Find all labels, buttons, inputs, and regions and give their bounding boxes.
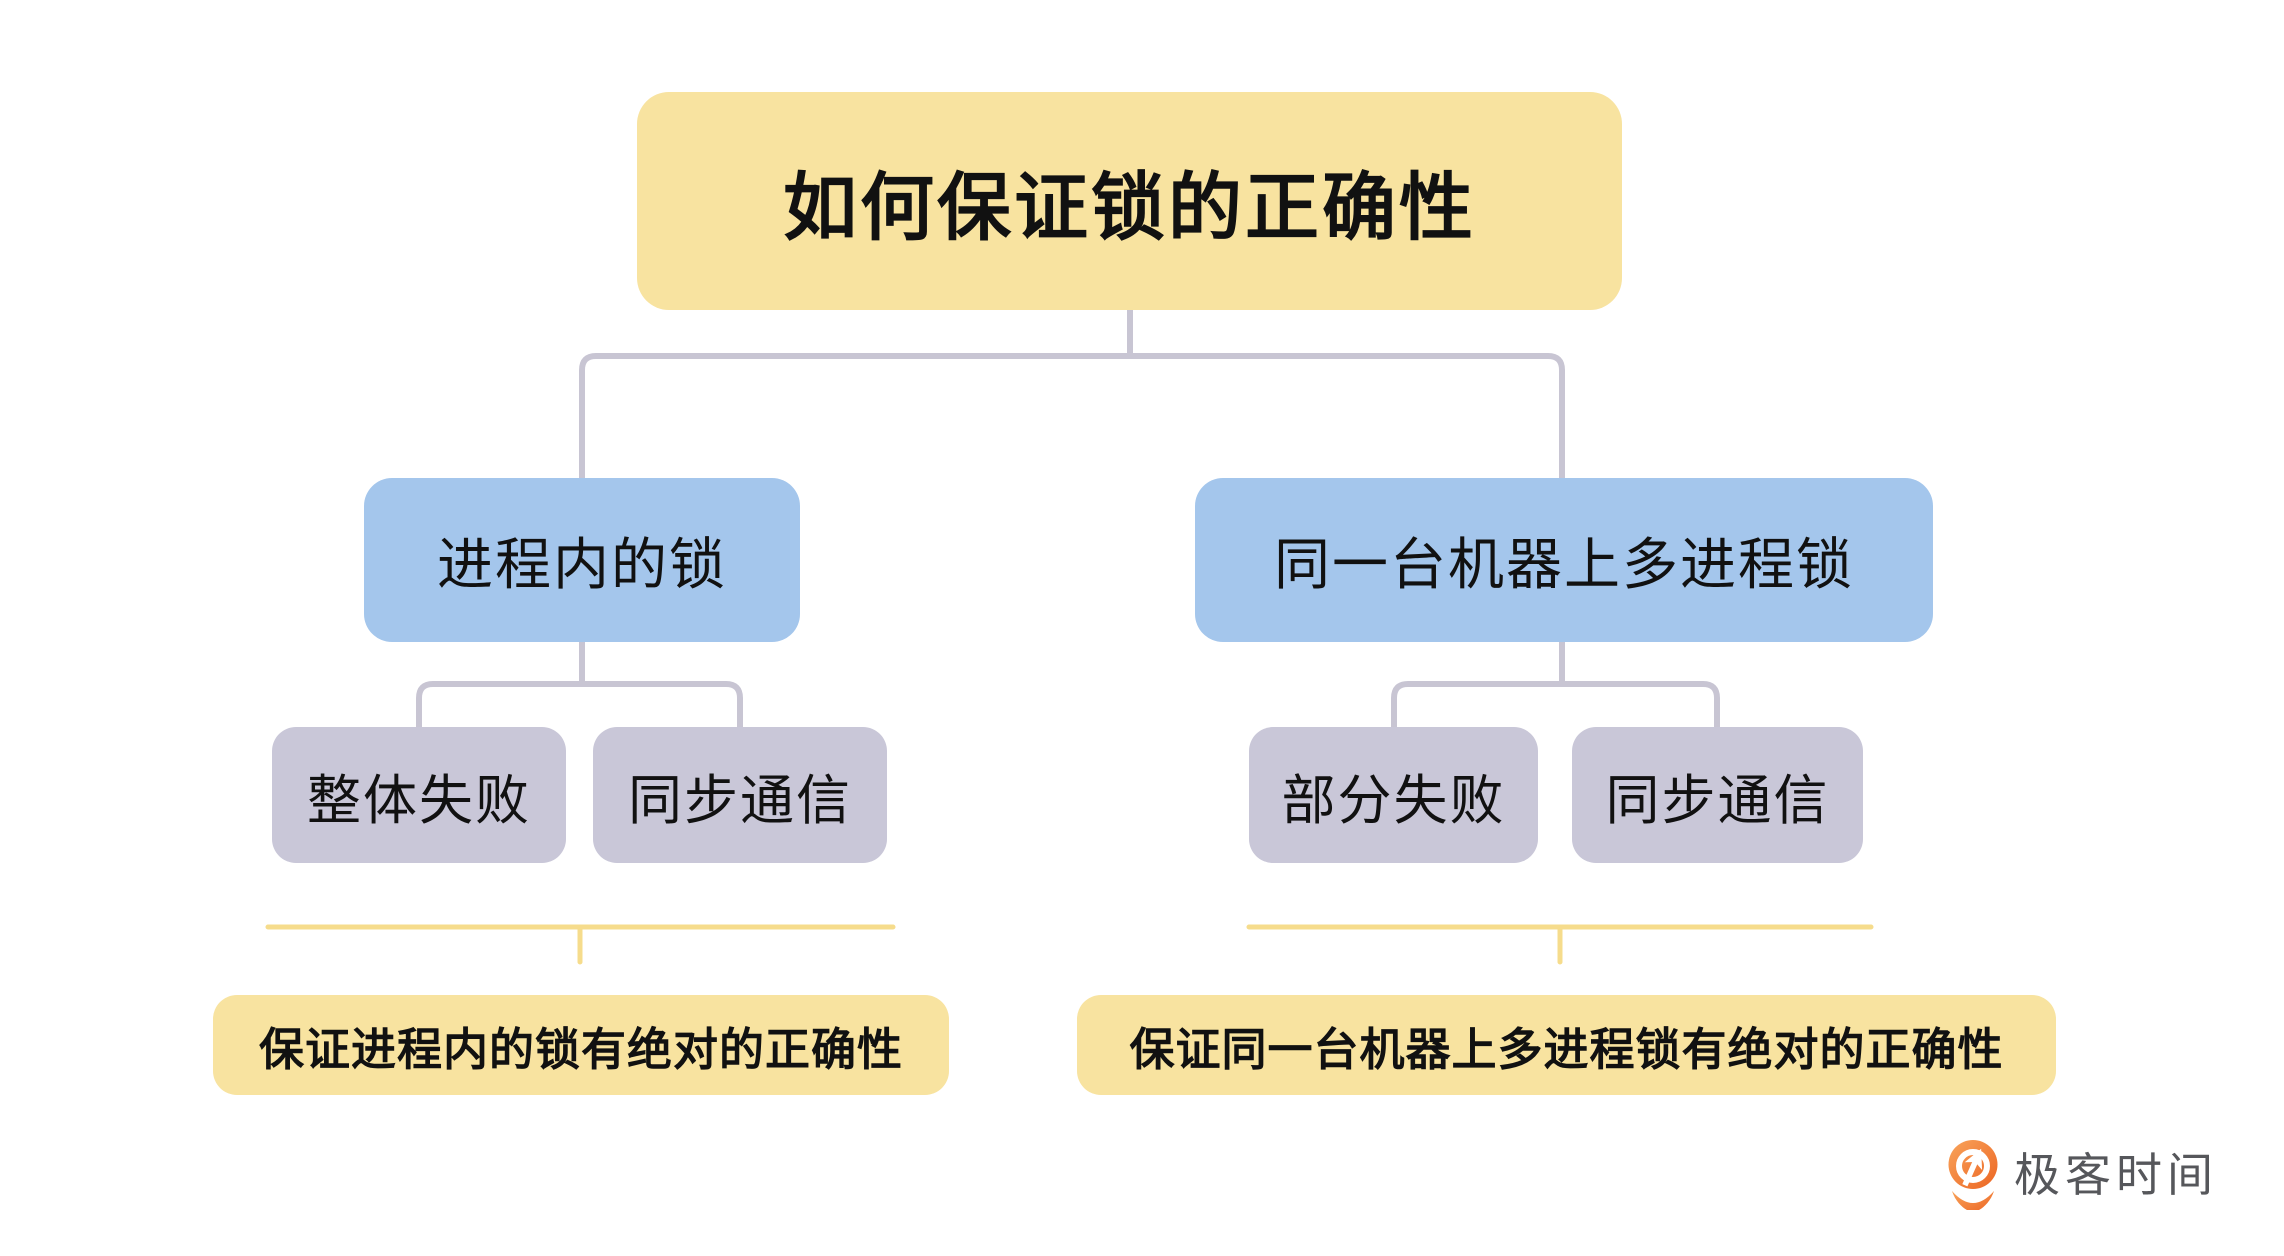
summary-bracket-right <box>1246 924 1874 965</box>
connector-root-split <box>579 353 1565 487</box>
connector-left-split <box>416 681 743 731</box>
branch-node-label: 进程内的锁 <box>437 532 727 596</box>
root-node: 如何保证锁的正确性 <box>637 92 1622 310</box>
leaf-node-sync-communication-left: 同步通信 <box>593 727 887 863</box>
leaf-node-partial-failure: 部分失败 <box>1249 727 1538 863</box>
leaf-node-label: 整体失败 <box>307 770 531 831</box>
leaf-node-label: 同步通信 <box>628 770 852 831</box>
connector-right-split <box>1391 681 1720 731</box>
brand-logo: 极客时间 <box>1948 1138 2218 1212</box>
summary-bracket-left <box>265 924 896 965</box>
geektime-logo-icon <box>1948 1140 1998 1210</box>
leaf-node-label: 部分失败 <box>1281 770 1506 831</box>
summary-note-label: 保证同一台机器上多进程锁有绝对的正确性 <box>1129 1023 2004 1075</box>
leaf-node-overall-failure: 整体失败 <box>272 727 566 863</box>
summary-note-label: 保证进程内的锁有绝对的正确性 <box>258 1023 903 1075</box>
leaf-node-sync-communication-right: 同步通信 <box>1572 727 1863 863</box>
branch-node-label: 同一台机器上多进程锁 <box>1274 532 1854 596</box>
summary-note-left: 保证进程内的锁有绝对的正确性 <box>213 995 949 1095</box>
root-node-label: 如何保证锁的正确性 <box>783 165 1476 249</box>
brand-logo-text: 极客时间 <box>2014 1149 2218 1201</box>
branch-node-in-process-lock: 进程内的锁 <box>364 478 800 642</box>
summary-note-right: 保证同一台机器上多进程锁有绝对的正确性 <box>1077 995 2056 1095</box>
leaf-node-label: 同步通信 <box>1605 770 1830 831</box>
branch-node-multi-process-lock: 同一台机器上多进程锁 <box>1195 478 1933 642</box>
